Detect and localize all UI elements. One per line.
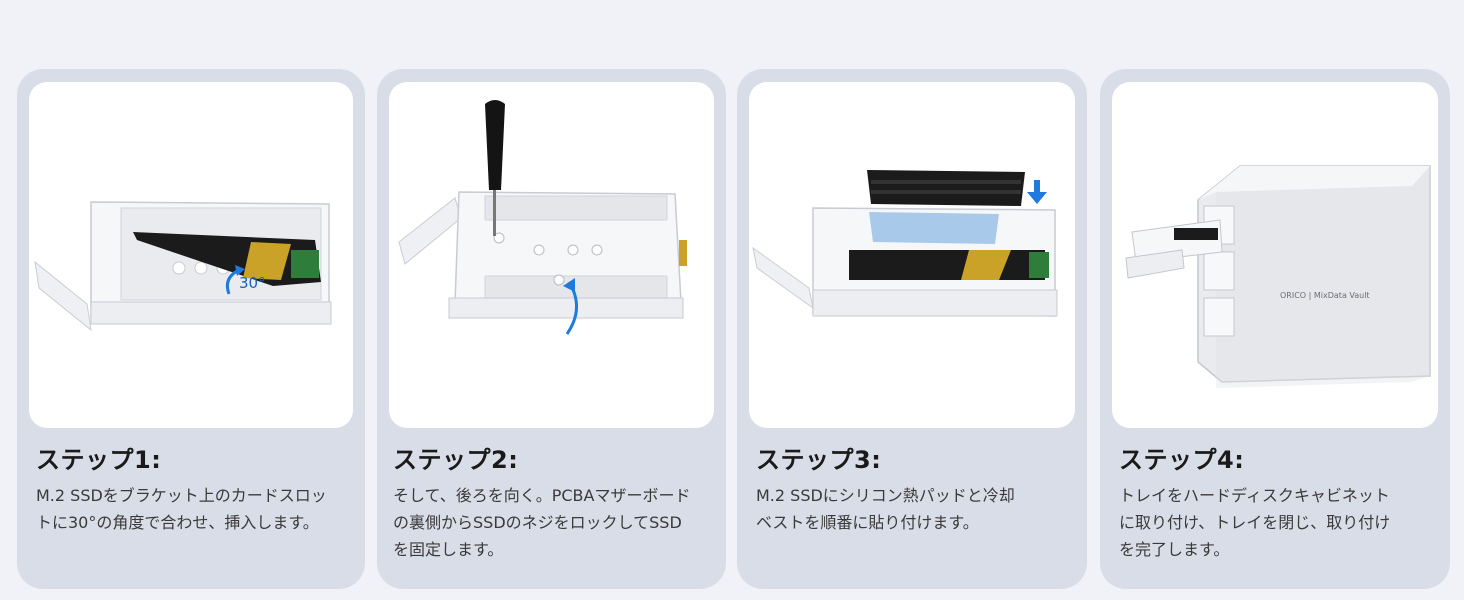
step-4-title: ステップ4: bbox=[1119, 446, 1245, 474]
step-card-4: ORICO | MixData Vault ステップ4: トレイをハードディスク… bbox=[1100, 69, 1450, 589]
ssd-insert-illustration bbox=[34, 201, 332, 332]
step-4-image: ORICO | MixData Vault bbox=[1112, 82, 1438, 428]
step-4-desc-line-3: を完了します。 bbox=[1119, 540, 1230, 559]
brand-label: ORICO | MixData Vault bbox=[1280, 291, 1370, 300]
step-2-desc-line-1: そして、後ろを向く。PCBAマザーボード bbox=[393, 486, 691, 505]
enclosure-install-illustration bbox=[1125, 165, 1431, 388]
step-4-desc-line-2: に取り付け、トレイを閉じ、取り付け bbox=[1119, 513, 1391, 532]
heatsink-apply-illustration bbox=[752, 170, 1058, 317]
step-2-desc-line-2: の裏側からSSDのネジをロックしてSSD bbox=[393, 513, 682, 532]
step-3-desc-line-1: M.2 SSDにシリコン熱パッドと冷却 bbox=[756, 486, 1015, 505]
step-2-title: ステップ2: bbox=[393, 446, 519, 474]
step-3-description: M.2 SSDにシリコン熱パッドと冷却 ベストを順番に貼り付けます。 bbox=[756, 482, 1077, 536]
step-1-desc-line-2: トに30°の角度で合わせ、挿入します。 bbox=[36, 513, 319, 532]
step-2-desc-line-3: を固定します。 bbox=[393, 540, 504, 559]
step-3-title: ステップ3: bbox=[756, 446, 882, 474]
screwdriver-icon bbox=[485, 100, 505, 236]
angle-label: 30° bbox=[239, 274, 266, 292]
step-1-description: M.2 SSDをブラケット上のカードスロッ トに30°の角度で合わせ、挿入します… bbox=[36, 482, 355, 536]
step-4-description: トレイをハードディスクキャビネット に取り付け、トレイを閉じ、取り付け を完了し… bbox=[1119, 482, 1440, 563]
step-2-description: そして、後ろを向く。PCBAマザーボード の裏側からSSDのネジをロックしてSS… bbox=[393, 482, 716, 563]
step-card-1: 30° ステップ1: M.2 SSDをブラケット上のカードスロッ トに30°の角… bbox=[17, 69, 365, 589]
step-1-title: ステップ1: bbox=[36, 446, 162, 474]
step-3-image bbox=[749, 82, 1075, 428]
step-1-image: 30° bbox=[29, 82, 353, 428]
step-4-desc-line-1: トレイをハードディスクキャビネット bbox=[1119, 486, 1390, 505]
step-card-3: ステップ3: M.2 SSDにシリコン熱パッドと冷却 ベストを順番に貼り付けます… bbox=[737, 69, 1087, 589]
down-arrow-icon bbox=[1027, 180, 1047, 204]
step-card-2: ステップ2: そして、後ろを向く。PCBAマザーボード の裏側からSSDのネジを… bbox=[377, 69, 726, 589]
step-1-desc-line-1: M.2 SSDをブラケット上のカードスロッ bbox=[36, 486, 327, 505]
step-3-desc-line-2: ベストを順番に貼り付けます。 bbox=[756, 513, 979, 532]
step-2-image bbox=[389, 82, 714, 428]
screw-lock-illustration bbox=[398, 100, 687, 335]
